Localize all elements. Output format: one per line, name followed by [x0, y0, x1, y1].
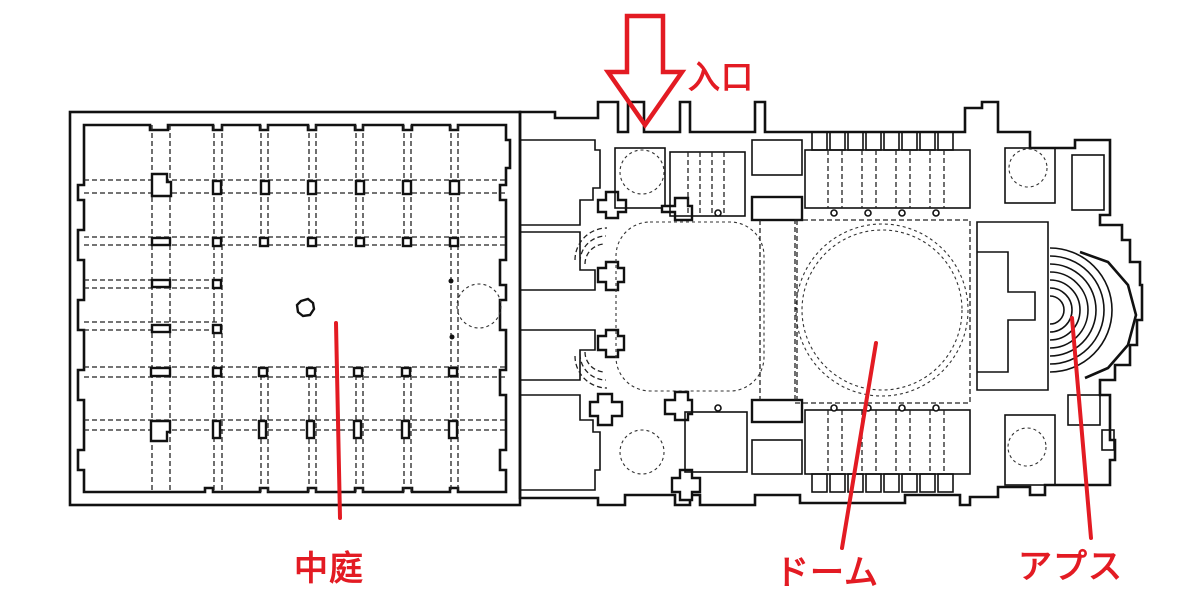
courtyard-leader-line — [334, 321, 342, 520]
apse-leader-line — [1070, 316, 1093, 540]
stair-south — [574, 351, 608, 389]
apse-label: アプス — [1018, 547, 1123, 587]
west-dome — [615, 221, 765, 392]
dome-leader-line — [840, 341, 878, 550]
atrium-grid — [84, 125, 506, 492]
entrance-label: 入口 — [688, 58, 755, 96]
south-aisle — [714, 404, 971, 493]
atrium — [68, 110, 522, 507]
annotations — [334, 13, 1093, 550]
prothesis-dome — [1008, 148, 1048, 188]
atrium-outer-wall — [68, 110, 522, 507]
main-dome-inner — [801, 229, 963, 391]
entrance-vestibule-dome — [619, 149, 665, 195]
entrance-arrow — [603, 13, 687, 129]
bema — [976, 221, 1049, 391]
church-outer-wall — [518, 100, 1144, 507]
north-aisle — [714, 131, 971, 217]
church — [518, 100, 1144, 507]
atrium-inner-wall — [76, 123, 512, 494]
dome-label: ドーム — [775, 553, 879, 593]
diakonikon-dome — [1007, 427, 1047, 467]
courtyard-label: 中庭 — [294, 549, 364, 589]
apse — [1049, 247, 1138, 380]
atrium-east-dome — [456, 283, 502, 329]
stair-north — [574, 227, 608, 265]
main-dome-outer — [795, 223, 969, 397]
fountain — [295, 297, 316, 318]
atrium-piers — [149, 172, 461, 443]
